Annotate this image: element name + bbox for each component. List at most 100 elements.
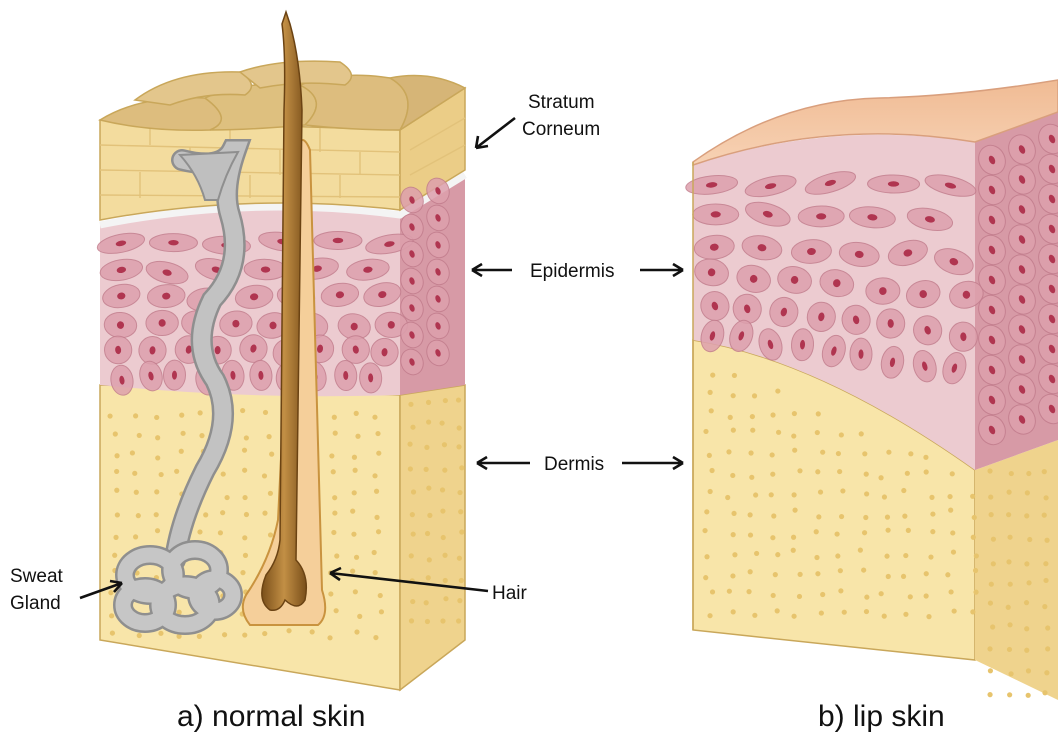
dermis-dot bbox=[864, 609, 869, 614]
dermis-dot bbox=[199, 433, 204, 438]
dermis-dot bbox=[352, 490, 357, 495]
dermis-dot bbox=[773, 572, 778, 577]
dermis-dot bbox=[731, 532, 736, 537]
dermis-dot bbox=[243, 553, 248, 558]
dermis-dot bbox=[748, 450, 753, 455]
dermis-arrow-right bbox=[622, 457, 683, 469]
dermis-dot bbox=[269, 452, 274, 457]
dermis-dot bbox=[770, 452, 775, 457]
dermis-dot bbox=[408, 466, 413, 471]
dermis-dot bbox=[974, 553, 979, 558]
dermis-dot bbox=[731, 393, 736, 398]
dermis-dot bbox=[838, 568, 843, 573]
dermis-dot bbox=[242, 448, 247, 453]
dermis-dot bbox=[425, 531, 430, 536]
dermis-dot bbox=[797, 468, 802, 473]
dermis-dot bbox=[411, 531, 416, 536]
dermis-dot bbox=[708, 390, 713, 395]
dermis-dot bbox=[991, 561, 996, 566]
dermis-dot bbox=[443, 398, 448, 403]
dermis-dot bbox=[108, 590, 113, 595]
dermis-dot bbox=[456, 618, 461, 623]
dermis-dot bbox=[137, 633, 142, 638]
dermis-dot bbox=[1042, 690, 1047, 695]
dermis-dot bbox=[1006, 559, 1011, 564]
dermis-dot bbox=[441, 535, 446, 540]
dermis-dot bbox=[732, 552, 737, 557]
dermis-dot bbox=[770, 535, 775, 540]
dermis-dot bbox=[1026, 693, 1031, 698]
dermis-dot bbox=[134, 490, 139, 495]
dermis-dot bbox=[815, 571, 820, 576]
dermis-dot bbox=[1024, 600, 1029, 605]
dermis-dot bbox=[180, 431, 185, 436]
dermis-dot bbox=[440, 508, 445, 513]
dermis-dot bbox=[456, 397, 461, 402]
dermis-dot bbox=[818, 489, 823, 494]
dermis-dot bbox=[113, 431, 118, 436]
dermis-dot bbox=[819, 610, 824, 615]
dermis-dot bbox=[814, 555, 819, 560]
lip-skin-block bbox=[685, 80, 1058, 700]
dermis-dot bbox=[114, 469, 119, 474]
dermis-dot bbox=[354, 629, 359, 634]
dermis-dot bbox=[1043, 561, 1048, 566]
dermis-dot bbox=[885, 515, 890, 520]
dermis-dot bbox=[179, 449, 184, 454]
dermis-dot bbox=[707, 613, 712, 618]
dermis-dot bbox=[1007, 535, 1012, 540]
epidermis-arrow-left bbox=[472, 264, 512, 276]
dermis-dot bbox=[375, 431, 380, 436]
dermis-dot bbox=[749, 475, 754, 480]
dermis-dot bbox=[950, 530, 955, 535]
dermis-dot bbox=[456, 444, 461, 449]
dermis-dot bbox=[174, 469, 179, 474]
dermis-dot bbox=[885, 528, 890, 533]
dermis-dot bbox=[350, 569, 355, 574]
dermis-dot bbox=[798, 572, 803, 577]
dermis-dot bbox=[732, 373, 737, 378]
dermis-dot bbox=[728, 415, 733, 420]
dermis-dot bbox=[987, 692, 992, 697]
dermis-dot bbox=[115, 512, 120, 517]
dermis-dot bbox=[879, 591, 884, 596]
dermis-dot bbox=[792, 448, 797, 453]
stratum-label-line2: Corneum bbox=[522, 119, 600, 140]
dermis-arrow-left bbox=[477, 457, 530, 469]
dermis-dot bbox=[816, 411, 821, 416]
dermis-dot bbox=[704, 554, 709, 559]
dermis-dot bbox=[1007, 622, 1012, 627]
dermis-dot bbox=[924, 593, 929, 598]
dermis-dot bbox=[989, 512, 994, 517]
dermis-dot bbox=[950, 471, 955, 476]
dermis-dot bbox=[726, 449, 731, 454]
dermis-dot bbox=[731, 428, 736, 433]
dermis-dot bbox=[923, 455, 928, 460]
dermis-dot bbox=[1042, 469, 1047, 474]
dermis-dot bbox=[727, 589, 732, 594]
dermis-dot bbox=[442, 468, 447, 473]
dermis-dot bbox=[197, 634, 202, 639]
dermis-dot bbox=[424, 600, 429, 605]
normal-dermis-side bbox=[400, 385, 465, 690]
dermis-dot bbox=[797, 594, 802, 599]
dermis-dot bbox=[710, 589, 715, 594]
dermis-dot bbox=[410, 512, 415, 517]
dermis-dot bbox=[242, 468, 247, 473]
dermis-dot bbox=[752, 613, 757, 618]
dermis-dot bbox=[770, 472, 775, 477]
dermis-dot bbox=[334, 553, 339, 558]
dermis-dot bbox=[240, 408, 245, 413]
dermis-dot bbox=[971, 535, 976, 540]
dermis-dot bbox=[350, 509, 355, 514]
dermis-dot bbox=[858, 548, 863, 553]
sweat-label-line1: Sweat bbox=[10, 566, 64, 587]
dermis-dot bbox=[775, 388, 780, 393]
dermis-dot bbox=[155, 455, 160, 460]
dermis-dot bbox=[1009, 471, 1014, 476]
dermis-dot bbox=[110, 630, 115, 635]
dermis-dot bbox=[440, 487, 445, 492]
dermis-dot bbox=[771, 593, 776, 598]
dermis-dot bbox=[459, 578, 464, 583]
dermis-dot bbox=[353, 589, 358, 594]
